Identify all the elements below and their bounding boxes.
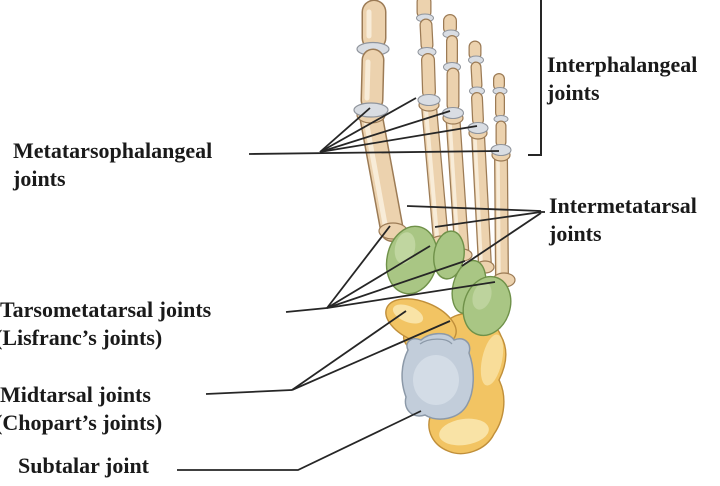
cuneiform-and-cuboid-bones bbox=[385, 225, 512, 337]
label-intermetatarsal-joints: Intermetatarsal joints bbox=[549, 192, 697, 248]
tarsometatarsal-leader-lines bbox=[285, 225, 496, 313]
label-subtalar-joint: Subtalar joint bbox=[18, 452, 149, 480]
interphalangeal-bracket bbox=[528, 0, 542, 156]
label-line: Metatarsophalangeal bbox=[13, 138, 213, 163]
metatarsophalangeal-joint-1 bbox=[353, 102, 389, 118]
label-line: Subtalar joint bbox=[18, 453, 150, 478]
metatarsophalangeal-joint-5 bbox=[490, 143, 512, 157]
label-tarsometatarsal-joints: Tarsometatarsal joints (Lisfranc’s joint… bbox=[0, 296, 211, 352]
metatarsophalangeal-joint-4 bbox=[467, 121, 489, 135]
label-line: Interphalangeal bbox=[547, 52, 698, 77]
intermetatarsal-leader-lines bbox=[406, 205, 545, 267]
talus-bone bbox=[401, 332, 474, 420]
label-line: joints bbox=[549, 221, 602, 246]
label-line: joints bbox=[13, 166, 66, 191]
metatarsophalangeal-joint-2 bbox=[417, 93, 441, 107]
label-metatarsophalangeal-joints: Metatarsophalangeal joints bbox=[13, 137, 212, 193]
leader-lines bbox=[177, 0, 545, 471]
subtalar-leader-line bbox=[177, 410, 422, 471]
label-line: (Chopart’s joints) bbox=[0, 410, 163, 435]
intermediate-cuneiform bbox=[433, 230, 465, 280]
label-interphalangeal-joints: Interphalangeal joints bbox=[547, 51, 697, 107]
label-line: (Lisfranc’s joints) bbox=[0, 325, 163, 350]
label-line: Intermetatarsal bbox=[549, 193, 697, 218]
metatarsophalangeal-leader-lines bbox=[248, 97, 500, 155]
label-line: joints bbox=[547, 80, 600, 105]
label-midtarsal-joints: Midtarsal joints (Chopart’s joints) bbox=[0, 381, 162, 437]
midtarsal-leader-lines bbox=[205, 310, 451, 395]
phalanx-bones bbox=[353, 0, 512, 157]
label-line: Tarsometatarsal joints bbox=[0, 297, 212, 322]
label-line: Midtarsal joints bbox=[0, 382, 151, 407]
